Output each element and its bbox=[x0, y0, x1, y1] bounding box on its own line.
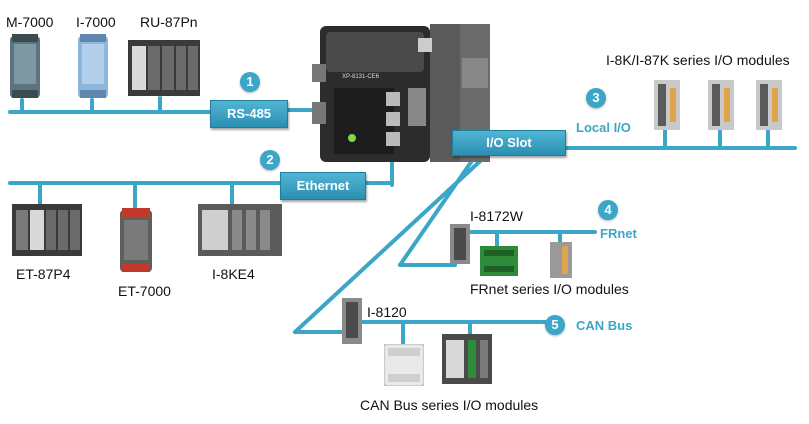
can-modules-label: CAN Bus series I/O modules bbox=[360, 397, 539, 413]
local-io-module-2-icon bbox=[708, 80, 734, 130]
frnet-board-icon bbox=[480, 246, 518, 276]
i8k-series-label: I-8K/I-87K series I/O modules bbox=[606, 52, 790, 68]
i8172w-label: I-8172W bbox=[470, 208, 523, 224]
ru87pn-label: RU-87Pn bbox=[140, 14, 198, 30]
can-bus-label: CAN Bus bbox=[576, 318, 633, 333]
step-3-badge: 3 bbox=[586, 88, 606, 108]
i8ke4-label: I-8KE4 bbox=[212, 266, 255, 282]
m7000-module-icon bbox=[10, 34, 40, 98]
i8120-module-icon bbox=[342, 298, 362, 344]
i7000-module-icon bbox=[78, 34, 108, 98]
can-rack-icon bbox=[442, 334, 492, 384]
et87p4-rack-icon bbox=[12, 204, 82, 256]
ru87pn-rack-icon bbox=[128, 40, 200, 96]
local-io-module-3-icon bbox=[756, 80, 782, 130]
io-slot-tag: I/O Slot bbox=[452, 130, 566, 156]
step-4-badge: 4 bbox=[598, 200, 618, 220]
frnet-module-icon bbox=[550, 242, 572, 278]
step-2-badge: 2 bbox=[260, 150, 280, 170]
svg-text:XP-8131-CE6: XP-8131-CE6 bbox=[342, 74, 380, 80]
can-module-white-icon bbox=[384, 344, 424, 386]
i8120-label: I-8120 bbox=[367, 304, 407, 320]
step-5-badge: 5 bbox=[545, 315, 565, 335]
local-io-label: Local I/O bbox=[576, 120, 631, 135]
frnet-label: FRnet bbox=[600, 226, 637, 241]
i7000-label: I-7000 bbox=[76, 14, 116, 30]
can-diagonal-line bbox=[293, 150, 492, 334]
et7000-module-icon bbox=[120, 208, 152, 272]
local-io-module-1-icon bbox=[654, 80, 680, 130]
et87p4-label: ET-87P4 bbox=[16, 266, 71, 282]
i8ke4-rack-icon bbox=[198, 204, 282, 256]
ethernet-tag: Ethernet bbox=[280, 172, 366, 200]
rs485-tag: RS-485 bbox=[210, 100, 288, 128]
m7000-label: M-7000 bbox=[6, 14, 54, 30]
et7000-label: ET-7000 bbox=[118, 283, 171, 299]
frnet-modules-label: FRnet series I/O modules bbox=[470, 281, 629, 297]
frnet-diagonal-line bbox=[398, 150, 480, 267]
i8172w-module-icon bbox=[450, 224, 470, 264]
step-1-badge: 1 bbox=[240, 72, 260, 92]
